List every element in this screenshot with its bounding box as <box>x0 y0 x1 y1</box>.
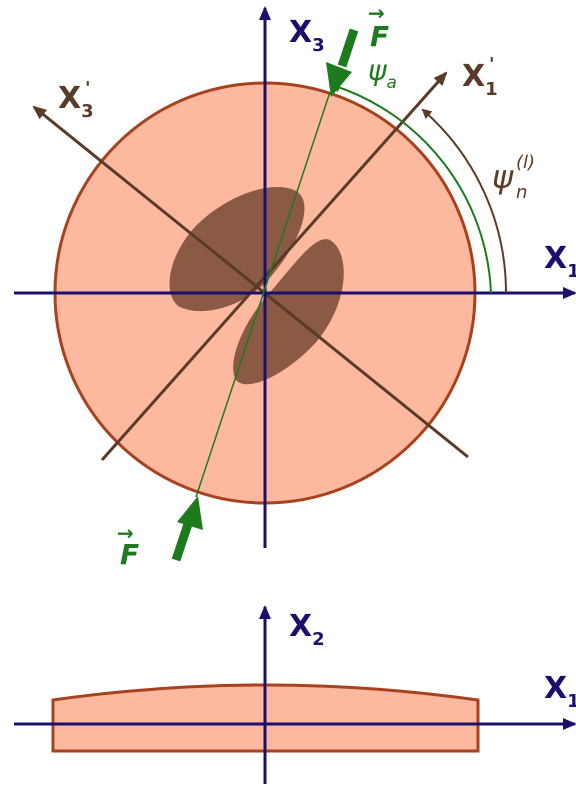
force-top-label: F <box>370 20 389 53</box>
psi-n-label: ψ <box>492 158 514 196</box>
axis-x1-prime-mark: ' <box>489 54 495 75</box>
psi-a-arc <box>330 82 492 294</box>
axis-x1-label: X1 <box>544 241 576 282</box>
top-view: X3 X1 X1 ' X3 ' → F → F ψa ψ (l) n <box>14 1 576 571</box>
axis-x1-prime <box>100 71 448 461</box>
psi-n-sup: (l) <box>516 152 535 173</box>
upper-left-lobe <box>169 186 305 312</box>
side-view: X2 X1 <box>14 605 576 784</box>
side-axis-x2-label: X2 <box>289 609 325 650</box>
axis-x3-label: X3 <box>289 15 325 56</box>
psi-n-sub: n <box>516 182 527 203</box>
axis-x3-prime <box>32 105 469 459</box>
side-axis-x1-label: X1 <box>544 671 576 712</box>
axis-x1-prime-label: X1 <box>462 59 498 100</box>
psi-n-arc <box>421 108 508 294</box>
force-arrow-bottom <box>171 496 203 562</box>
force-top-arrow-mark: → <box>368 1 385 25</box>
axis-x3-prime-label: X3 <box>58 81 94 122</box>
force-bottom-arrow-mark: → <box>117 521 134 545</box>
psi-a-label: ψa <box>368 54 397 93</box>
axis-x3-prime-mark: ' <box>85 78 91 99</box>
force-bottom-label: F <box>120 538 139 571</box>
force-line <box>195 91 331 498</box>
